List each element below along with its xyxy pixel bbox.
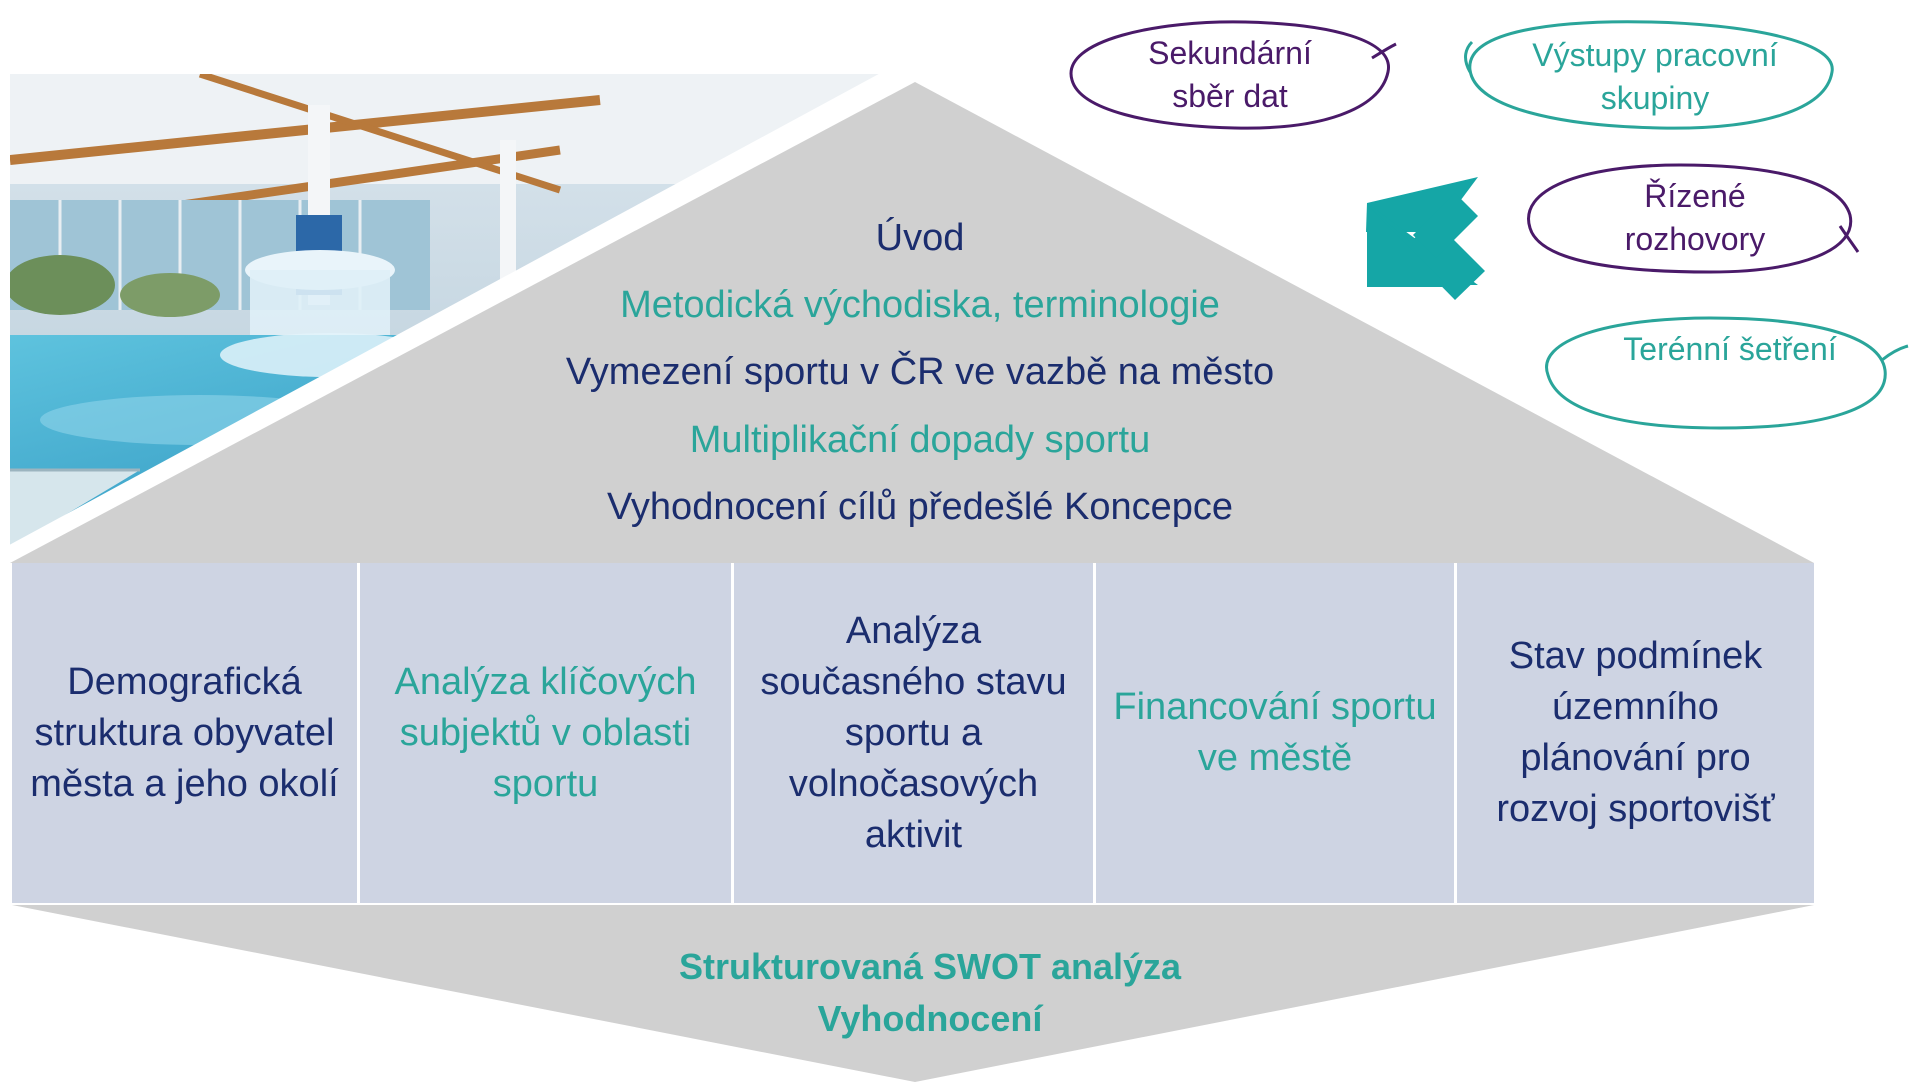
bubble-vystupy-skupiny: Výstupy pracovní skupiny [1532, 37, 1778, 116]
pillar-subjekty: Analýza klíčových subjektů v oblasti spo… [357, 563, 731, 903]
pillar-soucasny-stav: Analýza současného stavu sportu a volnoč… [731, 563, 1093, 903]
bubble-rizene-rozhovory: Řízené rozhovory [1624, 178, 1766, 257]
roof-line-multiplikacni: Multiplikační dopady sportu [689, 419, 1151, 461]
roof-line-metodicka: Metodická východiska, terminologie [620, 284, 1220, 326]
pillar-financovani: Financování sportu ve městě [1093, 563, 1454, 903]
bubble-terenni-setreni: Terénní šetření [1623, 331, 1837, 367]
bubble-outline-vystupy [1464, 20, 1834, 130]
pillar-uzemni-planovani: Stav podmínek územního plánování pro roz… [1454, 563, 1814, 903]
base-arrow-shape [12, 905, 1814, 1082]
bubble-outline-terenni [1545, 316, 1909, 430]
arrow-shape [1367, 193, 1478, 287]
bubble-outline-sekundarni [1069, 20, 1397, 130]
bubble-outline-rizene [1527, 163, 1860, 274]
roof-line-vymezeni: Vymezení sportu v ČR ve vazbě na město [565, 351, 1275, 393]
pillar-demografie: Demografická struktura obyvatel města a … [12, 563, 357, 903]
base-swot-label: Strukturovaná SWOT analýza [678, 946, 1182, 987]
roof-line-vyhodnoceni: Vyhodnocení cílů předešlé Koncepce [606, 486, 1234, 528]
base-vyhodnoceni-label: Vyhodnocení [817, 998, 1043, 1039]
roof-line-uvod: Úvod [875, 217, 965, 259]
pillars-row: Demografická struktura obyvatel města a … [12, 563, 1814, 903]
roof-shape [10, 82, 1814, 563]
bubble-sekundarni-sber: Sekundární sběr dat [1148, 35, 1312, 114]
